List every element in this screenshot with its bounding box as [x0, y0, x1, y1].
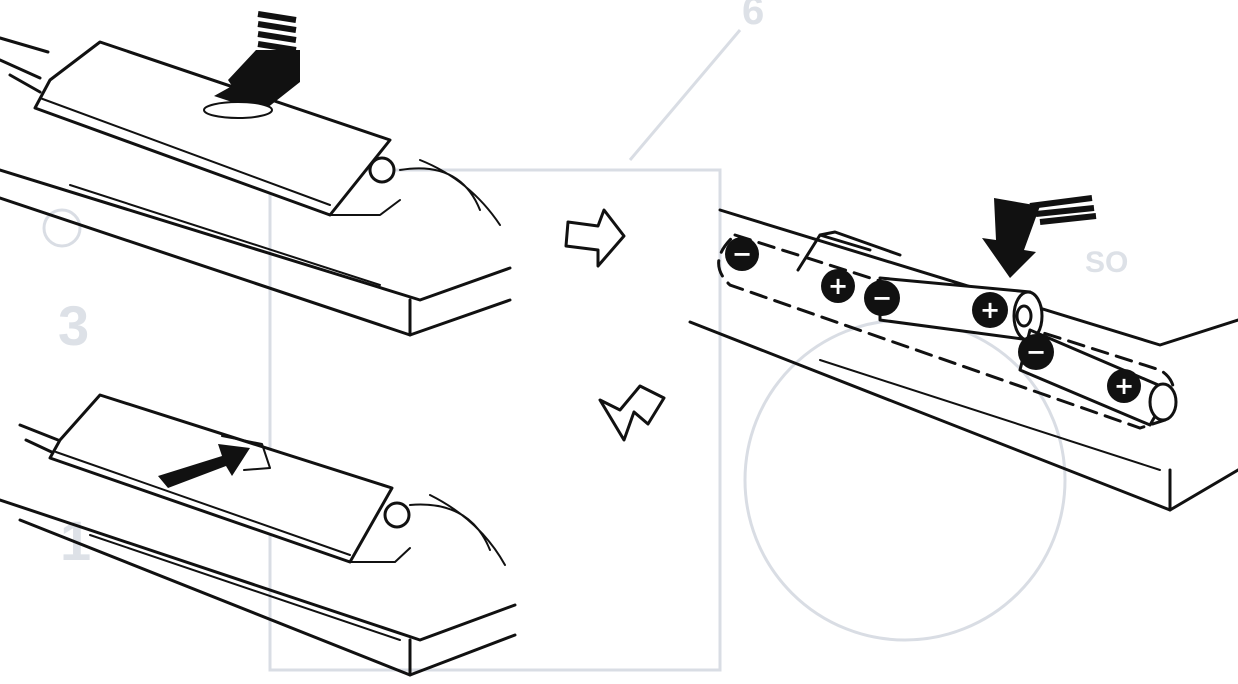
remote-top-edge	[0, 168, 512, 302]
ghost-line	[628, 29, 742, 161]
ghost-circle-right	[743, 318, 1067, 642]
minus-terminal-left	[725, 237, 759, 271]
ghost-fragment: SO	[1085, 246, 1128, 279]
compartment-top-edge	[718, 208, 1238, 347]
ghost-rect	[268, 168, 722, 672]
step-insert-batteries: − + − + − +	[688, 195, 1238, 512]
remote-rail	[0, 36, 50, 94]
cover-crease	[39, 97, 331, 206]
remote-bottom-edge-2	[18, 518, 517, 677]
compartment-groove	[819, 359, 1161, 471]
cover-latch-2	[383, 501, 411, 529]
minus-battery-top	[864, 280, 900, 316]
plus-battery-top-label: +	[980, 296, 1000, 324]
slide-close-arrow-icon	[158, 435, 271, 488]
battery-cover	[33, 40, 392, 217]
remote-groove-2	[89, 534, 401, 641]
compartment-outline	[717, 233, 1176, 430]
polarity-marks: − + − + − +	[725, 237, 1141, 403]
cover-latch	[368, 156, 396, 184]
ghost-digit-top: 6	[742, 0, 764, 33]
step-open-cover	[0, 11, 512, 337]
plus-terminal-upper-label: +	[828, 272, 848, 300]
plus-battery-top	[972, 292, 1008, 328]
plus-terminal-right-label: +	[1114, 372, 1134, 400]
minus-battery-bottom-label: −	[1026, 338, 1046, 366]
spring-contact	[796, 230, 902, 272]
press-down-arrow-icon	[982, 195, 1097, 278]
battery-top	[878, 276, 1044, 342]
hollow-right-arrow-icon	[564, 208, 626, 268]
minus-battery-bottom	[1018, 334, 1054, 370]
plus-terminal-right	[1107, 369, 1141, 403]
hinge-lines-2	[349, 494, 506, 566]
remote-groove	[69, 184, 381, 286]
cover-crease-2	[55, 451, 351, 556]
push-slide-arrow-icon	[203, 11, 300, 119]
minus-battery-top-label: −	[872, 284, 892, 312]
battery-cover-closed	[48, 393, 394, 564]
hollow-down-left-arrow-icon	[598, 384, 666, 442]
ghost-circle-left	[42, 208, 82, 248]
ghost-digit-left: 3	[58, 294, 89, 357]
step-close-cover	[0, 393, 517, 677]
cover-edge	[49, 41, 101, 81]
remote-top-edge-2	[0, 498, 517, 642]
hinge-lines	[329, 159, 501, 226]
remote-rail-2	[18, 423, 60, 457]
minus-terminal-left-label: −	[732, 240, 752, 268]
plus-terminal-upper	[821, 269, 855, 303]
